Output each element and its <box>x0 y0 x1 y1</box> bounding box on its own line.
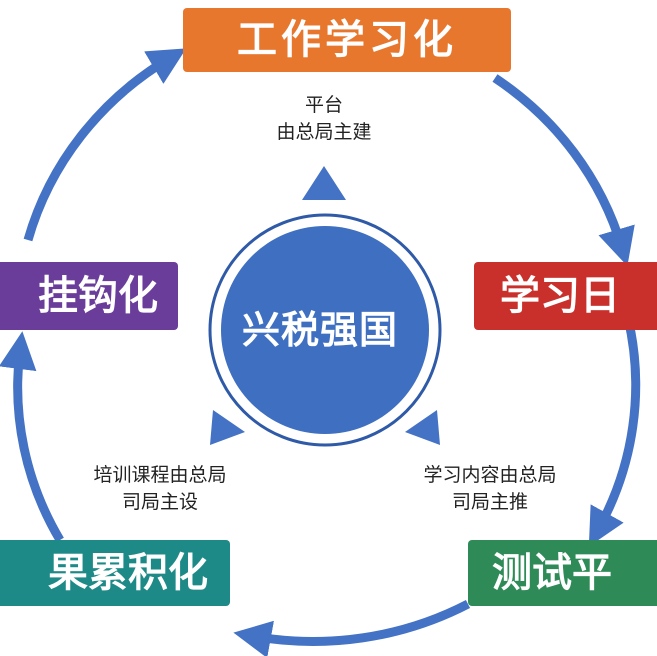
note-bottom-left: 培训课程由总局 司局主设 <box>60 462 260 516</box>
note-bottom-left-line1: 培训课程由总局 <box>93 464 227 486</box>
stage-box-top: 工作学习化 <box>183 8 511 72</box>
note-top-line1: 平台 <box>304 94 343 116</box>
center-circle <box>221 226 429 434</box>
arrow-right-to-bottom-right <box>588 316 641 547</box>
pointer-bottom-left <box>210 410 245 445</box>
center-label: 兴税强国 <box>241 307 398 352</box>
note-top: 平台 由总局主建 <box>224 92 424 146</box>
stage-box-left: 挂钩化 <box>0 262 178 330</box>
note-top-line2: 由总局主建 <box>276 121 372 143</box>
note-bottom-left-line2: 司局主设 <box>121 491 198 513</box>
note-bottom-right-line1: 学习内容由总局 <box>423 464 557 486</box>
pointer-top <box>302 166 346 200</box>
arrow-bottom-right-to-bottom-left <box>233 600 471 656</box>
stage-box-bottom-right: 测试平 <box>468 540 657 606</box>
pointer-bottom-right <box>405 410 440 445</box>
stage-label-bottom-right: 测试平 <box>492 549 612 596</box>
stage-box-right: 学习日 <box>474 262 657 330</box>
stage-box-bottom-left: 果累积化 <box>0 540 230 606</box>
stage-label-right: 学习日 <box>500 272 620 319</box>
stage-label-top: 工作学习化 <box>237 16 457 63</box>
note-bottom-right: 学习内容由总局 司局主推 <box>390 462 590 516</box>
cycle-arrows <box>0 48 641 656</box>
note-bottom-right-line2: 司局主推 <box>451 491 528 513</box>
inner-pointers <box>210 166 440 445</box>
arrow-top-to-right <box>492 74 635 267</box>
stage-label-bottom-left: 果累积化 <box>48 549 208 596</box>
arrow-left-to-top <box>23 48 187 242</box>
arrow-bottom-left-to-left <box>0 331 64 543</box>
stage-label-left: 挂钩化 <box>38 272 158 319</box>
